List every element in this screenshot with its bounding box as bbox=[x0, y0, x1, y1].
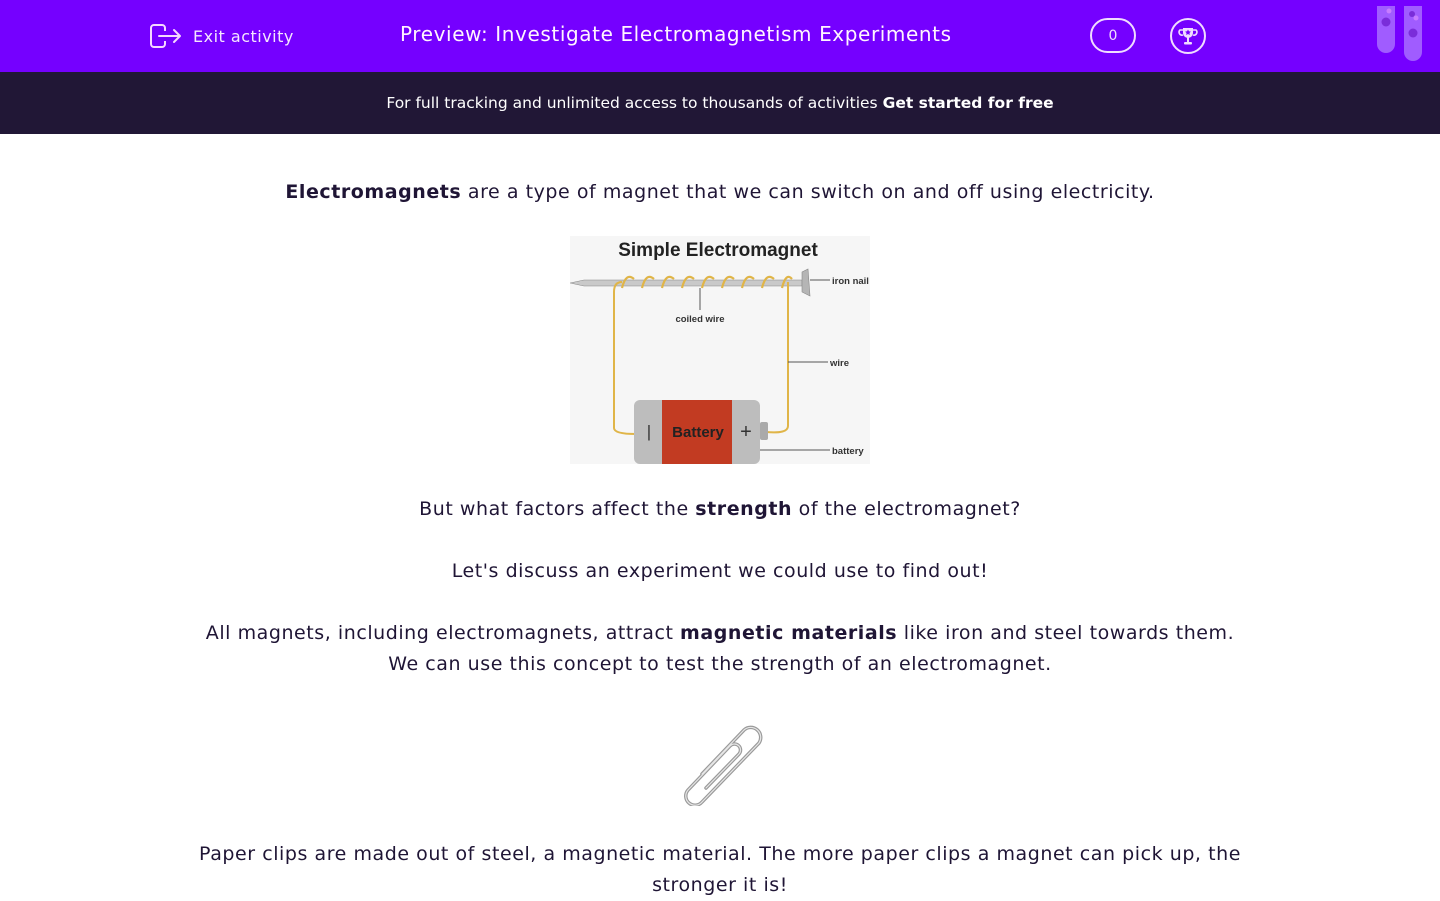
score-value: 0 bbox=[1108, 27, 1118, 44]
intro-text: are a type of magnet that we can switch … bbox=[461, 181, 1155, 203]
trophy-icon bbox=[1178, 28, 1198, 45]
test-tubes-logo bbox=[1377, 6, 1422, 61]
score-counter: 0 bbox=[1090, 18, 1136, 53]
top-bar: Exit activity Preview: Investigate Elect… bbox=[0, 0, 1440, 72]
exit-activity-button[interactable]: Exit activity bbox=[149, 20, 294, 52]
magnetic-materials-post: like iron and steel towards them. bbox=[897, 622, 1235, 644]
strength-question-post: of the electromagnet? bbox=[792, 498, 1021, 520]
minus-sign: | bbox=[647, 422, 651, 441]
term-magnetic-materials: magnetic materials bbox=[680, 622, 898, 644]
coiled-wire-label: coiled wire bbox=[675, 314, 724, 325]
promo-banner: For full tracking and unlimited access t… bbox=[0, 72, 1440, 134]
magnetic-materials-pre: All magnets, including electromagnets, a… bbox=[205, 622, 681, 644]
strength-question: But what factors affect the strength of … bbox=[0, 494, 1440, 525]
intro-paragraph: Electromagnets are a type of magnet that… bbox=[0, 177, 1440, 208]
promo-text: For full tracking and unlimited access t… bbox=[386, 94, 878, 112]
paper-clips-paragraph-line1: Paper clips are made out of steel, a mag… bbox=[199, 843, 1241, 865]
page-title: Preview: Investigate Electromagnetism Ex… bbox=[400, 22, 952, 46]
magnetic-materials-paragraph: All magnets, including electromagnets, a… bbox=[0, 618, 1440, 649]
term-electromagnets: Electromagnets bbox=[285, 181, 462, 203]
electromagnet-diagram: Simple Electromagnet Battery | + iron na… bbox=[569, 236, 870, 464]
iron-nail-label: iron nail bbox=[832, 276, 869, 287]
exit-icon bbox=[150, 24, 181, 48]
paper-clip-image bbox=[684, 725, 763, 806]
trophy-button[interactable] bbox=[1170, 18, 1206, 54]
test-concept-paragraph: We can use this concept to test the stre… bbox=[388, 653, 1052, 675]
plus-sign: + bbox=[740, 421, 752, 443]
experiment-intro: Let's discuss an experiment we could use… bbox=[451, 560, 989, 582]
wire-label: wire bbox=[829, 358, 849, 369]
diagram-title: Simple Electromagnet bbox=[618, 240, 818, 261]
term-strength: strength bbox=[695, 498, 793, 520]
get-started-link[interactable]: Get started for free bbox=[882, 94, 1054, 112]
exit-activity-label: Exit activity bbox=[193, 26, 294, 46]
strength-question-pre: But what factors affect the bbox=[419, 498, 696, 520]
battery-callout-label: battery bbox=[832, 446, 864, 457]
paper-clips-paragraph-line2: stronger it is! bbox=[652, 874, 788, 896]
battery-body-label: Battery bbox=[672, 424, 724, 441]
